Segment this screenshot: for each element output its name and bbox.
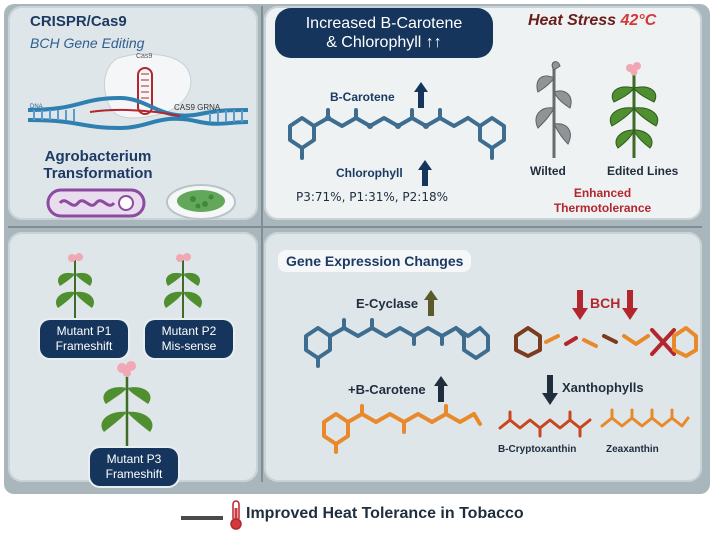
- edited-plant-icon: [609, 62, 659, 158]
- agrobacterium-line2: Transformation: [43, 165, 153, 182]
- bch-down-arrow-left-icon: [572, 290, 588, 320]
- footer-bar: [181, 516, 223, 520]
- wilted-label: Wilted: [530, 164, 566, 178]
- mutant-p3-name: Mutant P3: [106, 452, 162, 466]
- edited-lines-label: Edited Lines: [607, 164, 679, 178]
- enhanced-line1: Enhanced: [573, 186, 632, 200]
- mutant-p2-name: Mutant P2: [161, 324, 217, 338]
- footer-title: Improved Heat Tolerance in Tobacco: [246, 505, 524, 522]
- mutant-p2-plant-icon: [163, 253, 203, 320]
- b-carotene-label: B-Carotene: [330, 90, 395, 104]
- chlorophyll-label: Chlorophyll: [336, 166, 403, 180]
- chlorophyll-up-arrow-icon: [418, 160, 432, 186]
- mutant-p3-badge: Mutant P3 Frameshift: [90, 448, 178, 486]
- crispr-title: CRISPR/Cas9: [30, 13, 127, 30]
- broken-carotene-molecule: [514, 326, 698, 358]
- plus-b-carotene-up-arrow-icon: [434, 376, 448, 402]
- b-cryptoxanthin-molecule: [498, 410, 592, 438]
- xanthophylls-label: Xanthophylls: [562, 380, 644, 395]
- b-cryptoxanthin-label: B-Cryptoxanthin: [498, 444, 577, 455]
- bch-down-arrow-right-icon: [622, 290, 638, 320]
- cas9-grna-label: CAS9 GRNA: [174, 103, 221, 112]
- heat-stress-text: Heat Stress: [528, 12, 617, 29]
- e-cyclase-molecule: [304, 318, 490, 368]
- heat-stress-label: Heat Stress 42°C: [528, 12, 656, 30]
- mutant-p3-plant-icon: [101, 361, 153, 448]
- b-carotene-up-arrow-icon: [414, 82, 428, 108]
- vertical-divider: [261, 6, 263, 482]
- cas9-dna-illustration: [27, 53, 249, 131]
- increased-title-pill: Increased B-Carotene & Chlorophyll ↑↑: [275, 8, 493, 58]
- zeaxanthin-label: Zeaxanthin: [606, 444, 659, 455]
- thermometer-icon: [230, 500, 242, 530]
- mutant-p3-type: Frameshift: [105, 467, 163, 481]
- heat-temperature: 42°C: [620, 12, 657, 29]
- e-cyclase-label: E-Cyclase: [356, 296, 419, 311]
- bch-label: BCH: [590, 295, 621, 311]
- enhanced-thermotolerance: Enhanced Thermotolerance: [540, 186, 665, 216]
- agrobacterium-title: Agrobacterium Transformation: [38, 148, 158, 182]
- mutant-p1-type: Frameshift: [55, 339, 113, 353]
- mutant-p1-plant-icon: [55, 253, 95, 320]
- agrobacterium-cell-icon: [46, 188, 146, 218]
- mutant-p2-type: Mis-sense: [161, 339, 217, 353]
- increased-title-line1: Increased B-Carotene: [305, 15, 463, 32]
- increased-title-line2: & Chlorophyll ↑↑: [326, 34, 442, 51]
- enhanced-line2: Thermotolerance: [553, 201, 652, 215]
- xanthophylls-down-arrow-icon: [542, 375, 558, 405]
- zeaxanthin-molecule: [600, 408, 690, 428]
- mutant-p2-badge: Mutant P2 Mis-sense: [145, 320, 233, 358]
- cas9-label: Cas9: [136, 53, 153, 60]
- wilted-plant-icon: [535, 61, 572, 158]
- petri-dish-icon: [166, 184, 236, 220]
- mutant-percentages: P3:71%, P1:31%, P2:18%: [296, 190, 449, 204]
- gene-expression-title: Gene Expression Changes: [278, 250, 472, 272]
- mutant-p1-name: Mutant P1: [56, 324, 112, 338]
- plus-b-carotene-label: +B-Carotene: [348, 382, 426, 397]
- mutant-p1-badge: Mutant P1 Frameshift: [40, 320, 128, 358]
- agrobacterium-line1: Agrobacterium: [44, 148, 152, 165]
- e-cyclase-up-arrow-icon: [424, 290, 438, 316]
- horizontal-divider: [8, 226, 702, 228]
- gene-expression-panel: [264, 232, 702, 482]
- b-carotene-molecule: [288, 108, 506, 160]
- bch-editing-subtitle: BCH Gene Editing: [30, 35, 145, 51]
- b-carotene-orange-molecule: [322, 404, 482, 454]
- dna-label: DNA: [30, 104, 43, 110]
